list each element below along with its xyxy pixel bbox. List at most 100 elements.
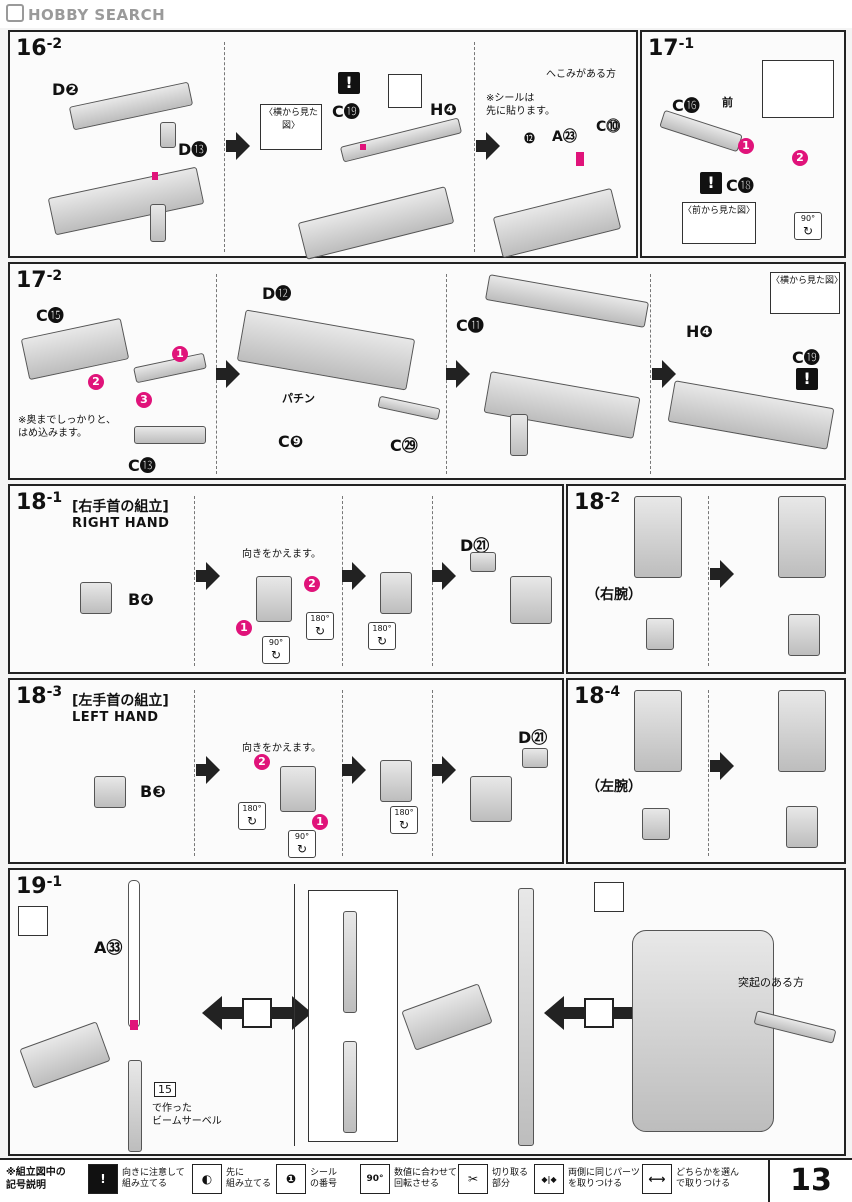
hand-part — [646, 618, 674, 650]
barrel-part — [133, 352, 207, 384]
connection-point — [130, 1020, 138, 1030]
rotate-180-icon: 180° — [306, 612, 334, 640]
step-arrow-icon — [196, 562, 220, 590]
weapon-body-2 — [297, 186, 455, 260]
step-order-1-icon: 1 — [312, 814, 328, 830]
part-c29 — [377, 395, 441, 421]
section-title: [右手首の組立] — [72, 499, 169, 515]
part-label-d2: D❷ — [52, 80, 79, 99]
part-label-c18: C⓲ — [726, 176, 754, 195]
section-title-en: LEFT HAND — [72, 710, 159, 725]
top-bar: HOBBY SEARCH — [0, 0, 852, 28]
weapon-body-6 — [667, 380, 835, 450]
legend-text: シール の番号 — [310, 1168, 338, 1189]
hand-part — [786, 806, 818, 848]
step-18-1-panel: 18-1 [右手首の組立] RIGHT HAND B❹ 向きをかえます。 1 2… — [8, 484, 564, 674]
bump-note: 突起のある方 — [738, 976, 804, 989]
cut-icon: ✂ — [458, 1164, 488, 1194]
symbol-legend: ※組立図中の 記号説明 ! 向きに注意して 組み立てる ◐ 先に 組み立てる ❶… — [0, 1158, 852, 1202]
legend-text: どちらかを選ん で取りつける — [676, 1168, 740, 1189]
hand-part — [256, 576, 292, 622]
beam-saber-full — [518, 888, 534, 1146]
step-arrow-icon — [342, 756, 366, 784]
legend-text: 向きに注意して 組み立てる — [122, 1168, 185, 1189]
side-skirt-part — [19, 1021, 111, 1089]
turn-note: 向きをかえます。 — [242, 549, 321, 560]
step-number: 18-1 — [16, 490, 63, 515]
part-label-d12: D⓬ — [262, 284, 292, 303]
mobile-suit-waist — [632, 930, 774, 1132]
part-label-c29: C㉙ — [390, 436, 418, 455]
hand-part-b3 — [94, 776, 126, 808]
hilt-part — [343, 911, 357, 1013]
step-order-2-icon: 2 — [254, 754, 270, 770]
step-arrow-icon — [196, 756, 220, 784]
hilt-part — [343, 1041, 357, 1133]
step-arrow-icon — [710, 752, 734, 780]
section-title: [左手首の組立] — [72, 693, 169, 709]
step-number: 18-2 — [574, 490, 621, 515]
part-label-c19: C⓳ — [332, 102, 360, 121]
insert-note: ※奥までしっかりと、 はめ込みます。 — [18, 415, 116, 439]
weapon-grip — [510, 414, 528, 456]
small-part-d13 — [160, 122, 176, 148]
step-16-2-panel: 16-2 D❷ D⓭ 〈横から見た図〉 ! C⓳ H❹ ※シールは 先に貼ります… — [8, 30, 638, 260]
forearm-part — [634, 690, 682, 772]
hand-part — [380, 572, 412, 614]
step-order-2-icon: 2 — [792, 150, 808, 166]
rotate-90-icon: 90° — [262, 636, 290, 664]
divider — [708, 496, 709, 666]
dent-note: へこみがある方 — [546, 69, 616, 80]
pre-assemble-icon — [388, 74, 422, 108]
step-order-1-icon: 1 — [172, 346, 188, 362]
orientation-warning-icon: ! — [796, 368, 818, 390]
step-19-1-panel: 19-1 A㉝ 15 で作った ビームサーベル 突起のある方 — [8, 868, 846, 1156]
beam-saber-hilt — [128, 1060, 142, 1152]
legend-text: 先に 組み立てる — [226, 1168, 272, 1189]
beam-blade — [128, 880, 140, 1028]
part-label-d13: D⓭ — [178, 140, 208, 159]
step-number: 19-1 — [16, 874, 63, 899]
divider — [708, 690, 709, 856]
reference-step-box: 15 — [154, 1082, 176, 1097]
legend-item: ⟷ どちらかを選ん で取りつける — [642, 1164, 739, 1194]
hand-part — [380, 760, 412, 802]
detail-frame — [294, 884, 295, 1146]
sticker-target — [576, 152, 584, 166]
page-number: 13 — [768, 1160, 852, 1202]
rotate-icon: 90° — [360, 1164, 390, 1194]
weapon-body-4 — [236, 309, 416, 391]
step-18-4-panel: 18-4 （左腕） — [566, 678, 846, 864]
step-number: 18-4 — [574, 684, 621, 709]
step-order-1-icon: 1 — [236, 620, 252, 636]
part-label-a33: A㉝ — [94, 938, 123, 957]
part-label-c13: C⓭ — [128, 456, 156, 475]
right-arm-label: （右腕） — [586, 587, 642, 603]
step-number: 16-2 — [16, 36, 63, 61]
sticker-number-icon: ❶ — [276, 1164, 306, 1194]
step-order-1-icon: 1 — [738, 138, 754, 154]
logo-text: HOBBY SEARCH — [28, 6, 166, 24]
part-label-a23: A㉓ — [552, 129, 577, 145]
forearm-part — [778, 496, 826, 578]
detail-inset — [308, 890, 398, 1142]
weapon-body-3 — [492, 187, 622, 259]
rotate-180-icon: 180° — [368, 622, 396, 650]
both-sides-icon — [18, 906, 48, 936]
step-number: 17-2 — [16, 268, 63, 293]
left-arm-label: （左腕） — [586, 779, 642, 795]
orientation-warning-icon: ! — [338, 72, 360, 94]
part-label-h4: H❹ — [686, 322, 713, 341]
weapon-body-5 — [483, 371, 641, 439]
saber-note: で作った ビームサーベル — [152, 1103, 222, 1127]
legend-item: ◐ 先に 組み立てる — [192, 1164, 271, 1194]
part-label-d21: D㉑ — [518, 728, 548, 747]
forearm-part — [634, 496, 682, 578]
legend-text: 数値に合わせて 回転させる — [394, 1168, 458, 1189]
connection-point — [360, 144, 366, 150]
divider — [650, 274, 651, 474]
pre-assemble-icon: ◐ — [192, 1164, 222, 1194]
hand-assembled — [510, 576, 552, 624]
side-view-box: 〈横から見た図〉 — [770, 272, 843, 314]
